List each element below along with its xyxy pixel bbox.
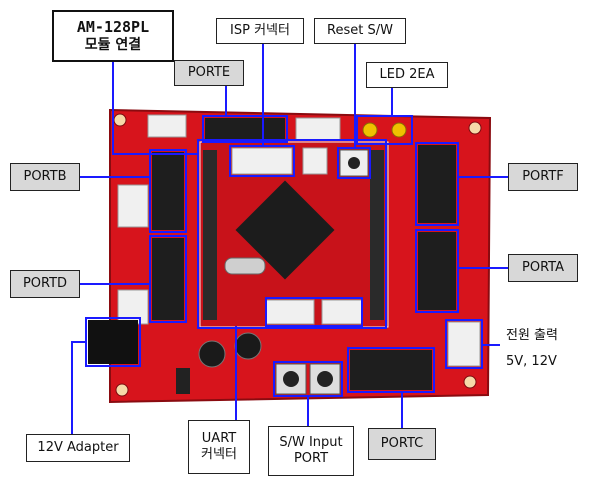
portb-header: [152, 152, 184, 230]
mounting-hole: [115, 383, 129, 397]
slide-switch: [176, 368, 190, 394]
highlight-uart: [265, 297, 363, 327]
callout-lines: [71, 44, 508, 434]
highlight-boxes: [85, 115, 483, 397]
highlight-led: [356, 115, 413, 145]
label-uart: UART 커넥터: [188, 420, 250, 474]
power-out-connector: [447, 321, 481, 367]
tactile-switch-knob: [317, 371, 333, 387]
highlight-portb: [149, 149, 187, 233]
label-sw-input: S/W Input PORT: [268, 426, 354, 476]
mounting-hole: [468, 121, 482, 135]
label-isp: ISP 커넥터: [216, 18, 304, 44]
label-am128pl: AM-128PL: [76, 17, 150, 36]
highlight-portc: [347, 347, 435, 393]
label-portd: PORTD: [10, 270, 80, 298]
porta-header: [418, 232, 456, 310]
mounting-hole: [463, 375, 477, 389]
led: [362, 122, 378, 138]
label-sw-line2: PORT: [293, 451, 329, 466]
highlight-portd: [149, 235, 187, 323]
label-adapter: 12V Adapter: [26, 434, 130, 462]
portd-header: [152, 238, 184, 320]
left-white-connector: [117, 184, 149, 228]
adapter-jack: [88, 320, 138, 364]
isp-connector: [231, 147, 293, 175]
small-connector: [302, 147, 328, 175]
callout-line-adapter: [71, 341, 86, 434]
top-connector: [295, 117, 341, 141]
capacitor: [234, 332, 262, 360]
portc-header: [350, 350, 432, 390]
label-porte: PORTE: [174, 60, 244, 86]
porte-header: [205, 118, 285, 140]
led: [391, 122, 407, 138]
reset-switch-knob: [348, 157, 360, 169]
module-pin-header: [370, 150, 384, 320]
bottom-connector: [321, 299, 363, 325]
crystal: [224, 257, 266, 275]
tactile-switch-knob: [283, 371, 299, 387]
mounting-hole: [113, 113, 127, 127]
label-reset: Reset S/W: [314, 18, 406, 44]
label-sw-line1: S/W Input: [279, 434, 343, 450]
label-module-connect: 모듈 연결: [84, 36, 142, 53]
module-pin-header: [203, 150, 217, 320]
label-uart-line1: UART: [201, 430, 237, 446]
label-module: AM-128PL 모듈 연결: [52, 10, 174, 62]
label-portb: PORTB: [10, 163, 80, 191]
label-portf: PORTF: [508, 163, 578, 191]
label-led: LED 2EA: [366, 62, 448, 88]
highlight-porta: [415, 229, 459, 313]
label-portc: PORTC: [368, 428, 436, 460]
bottom-connector: [265, 299, 315, 325]
top-connector: [147, 114, 187, 138]
label-power: 전원 출력 5V, 12V: [506, 326, 592, 371]
label-power-volts: 5V, 12V: [506, 353, 557, 369]
portf-header: [418, 145, 456, 223]
label-porta: PORTA: [508, 254, 578, 282]
callout-line-module: [112, 62, 198, 155]
label-uart-line2: 커넥터: [201, 447, 237, 462]
capacitor: [198, 340, 226, 368]
highlight-module: [197, 139, 387, 329]
highlight-porte: [202, 115, 288, 143]
label-power-title: 전원 출력: [506, 328, 558, 343]
cpu-chip: [235, 180, 335, 280]
highlight-portf: [415, 142, 459, 226]
